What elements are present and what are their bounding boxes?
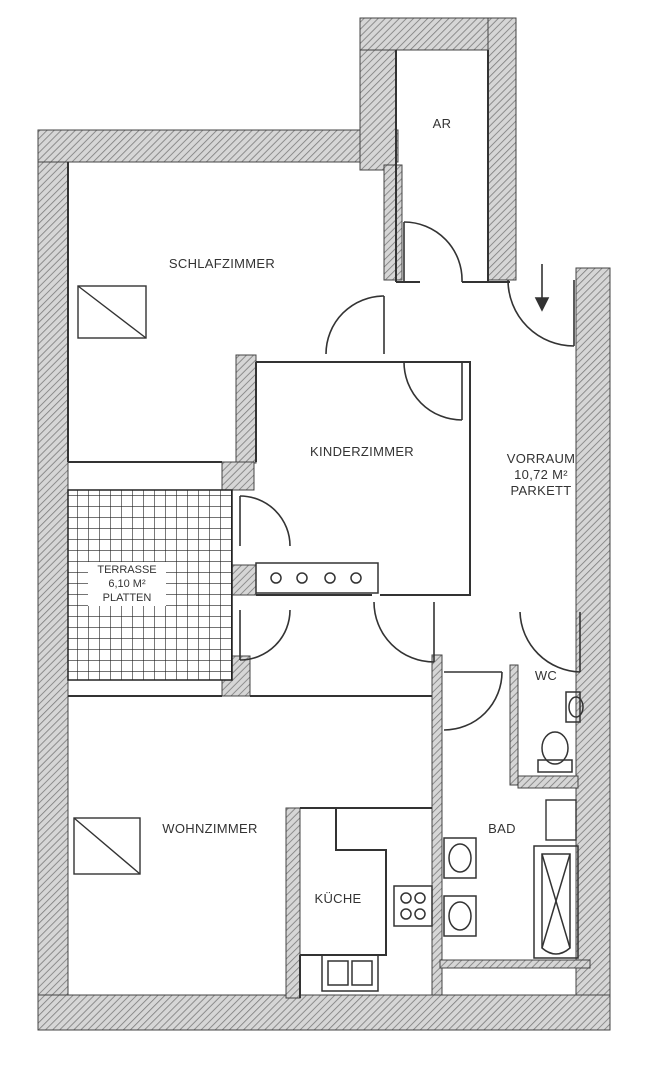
toilet-icon [537, 731, 573, 773]
bath-cabinet [545, 799, 577, 841]
kitchen-sink-icon [321, 954, 379, 992]
stove-icon [393, 885, 433, 927]
door-wohnzimmer [373, 601, 435, 663]
door-ar [403, 221, 463, 283]
terrasse-label-bg [88, 562, 166, 606]
room-label-terrasse: TERRASSE [97, 564, 156, 576]
room-label-ar: AR [433, 116, 452, 131]
room-area-vorraum: 10,72 M² [514, 467, 568, 482]
interior-walls [221, 164, 591, 999]
door-kinderzimmer [403, 361, 463, 421]
entrance-arrow-icon [534, 264, 550, 312]
room-area-terrasse: 6,10 M² [108, 578, 146, 590]
skylight-icon [73, 817, 141, 875]
outer-walls [37, 17, 611, 1031]
room-floor-vorraum: PARKETT [510, 483, 571, 498]
doors [239, 221, 581, 731]
washbasin-icon [443, 837, 477, 879]
door-terrasse-2 [239, 609, 291, 661]
door-entrance [507, 279, 575, 347]
wc-washbasin-icon [565, 691, 584, 723]
room-floor-terrasse: PLATTEN [103, 592, 152, 604]
room-label-wc: WC [535, 668, 557, 683]
room-label-schlafzimmer: SCHLAFZIMMER [169, 256, 275, 271]
door-wc [519, 611, 581, 673]
kitchen-counter-strip [255, 562, 379, 594]
door-bad [443, 671, 503, 731]
room-label-wohnzimmer: WOHNZIMMER [162, 821, 257, 836]
washbasin-icon [443, 895, 477, 937]
room-label-vorraum: VORRAUM [507, 451, 576, 466]
skylight-icon [77, 285, 147, 339]
room-label-bad: BAD [488, 821, 516, 836]
room-label-kueche: KÜCHE [314, 891, 361, 906]
door-schlafzimmer [325, 295, 385, 355]
room-label-kinderzimmer: KINDERZIMMER [310, 444, 414, 459]
door-terrasse-1 [239, 495, 291, 547]
bathtub-icon [533, 845, 579, 959]
